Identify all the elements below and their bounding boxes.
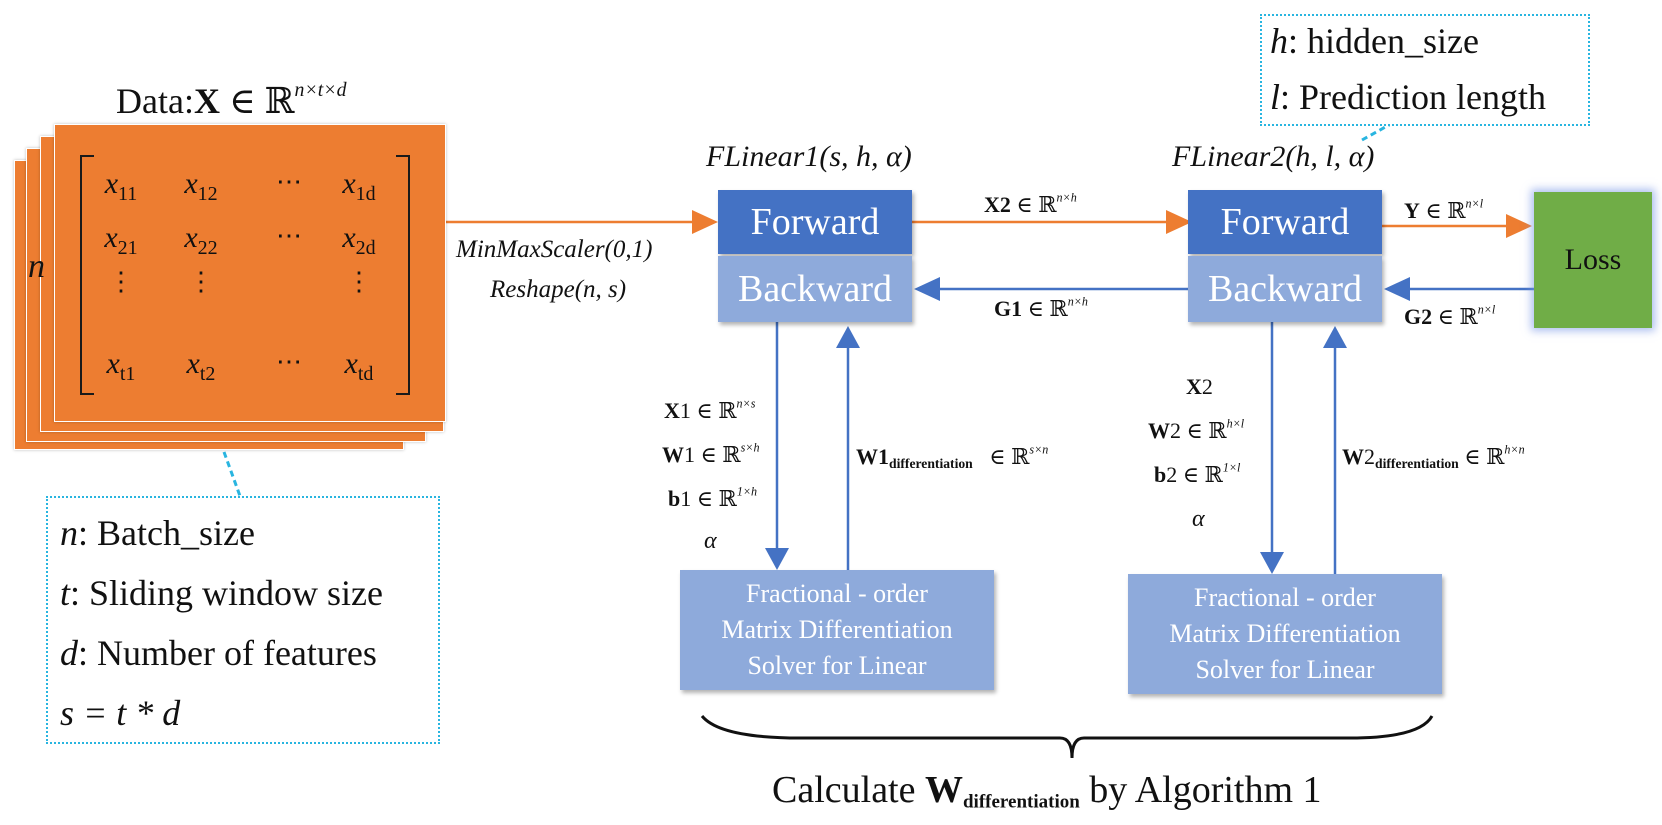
matrix-cell-0-3: x1d — [342, 167, 376, 205]
legend-right: h: hidden_size l: Prediction length — [1260, 14, 1590, 126]
data-title-set: ℝ — [264, 81, 295, 122]
matrix-cell-3-1: xt2 — [186, 347, 216, 385]
legend-left-row-0: n: Batch_size — [60, 513, 255, 553]
data-title-in: ∈ — [228, 81, 256, 121]
param1-b1: b1 ∈ ℝ1×h — [668, 484, 758, 512]
layer2-backward-box: Backward — [1188, 256, 1382, 322]
preprocess-reshape: Reshape(n, s) — [490, 276, 627, 303]
data-title-prefix: Data: — [116, 81, 194, 121]
edge-label-y: Y ∈ ℝn×l — [1404, 196, 1484, 224]
data-title-var: X — [193, 81, 220, 121]
param1-x1: X1 ∈ ℝn×s — [664, 396, 756, 424]
param1-w1: W1 ∈ ℝs×h — [662, 440, 760, 468]
wdiff2-label: W2differentiation ∈ ℝh×n — [1342, 442, 1525, 472]
edge-label-g2: G2 ∈ ℝn×l — [1404, 302, 1496, 330]
matrix-cell-2-0: ⋮ — [108, 267, 134, 296]
data-sheet-front — [54, 124, 446, 422]
orange-arrow-y — [1382, 214, 1532, 238]
param2-alpha: α — [1192, 506, 1205, 532]
matrix-right-bracket — [396, 155, 410, 395]
bottom-caption: Calculate Wdifferentiation by Algorithm … — [772, 769, 1322, 813]
matrix-cell-1-1: x22 — [184, 221, 218, 259]
legend-left-row-3: s = t * d — [60, 693, 181, 733]
stack-label: n — [28, 248, 45, 285]
edge-label-g1: G1 ∈ ℝn×h — [994, 294, 1088, 322]
solver2-line3: Solver for Linear — [1195, 655, 1375, 684]
layer1-forward-box: Forward — [718, 190, 912, 254]
matrix-cell-2-1: ⋮ — [188, 267, 214, 296]
edge-label-x2: X2 ∈ ℝn×h — [984, 190, 1077, 218]
legend-right-row-1: l: Prediction length — [1270, 77, 1546, 117]
param1-alpha: α — [704, 528, 717, 554]
legend-left-row-2: d: Number of features — [60, 633, 377, 673]
orange-arrow-data-to-forward1 — [440, 210, 718, 234]
param2-x2: X2 — [1186, 374, 1213, 399]
wdiff1-label: W1differentiation ∈ ℝs×n — [856, 442, 1049, 472]
blue-arrow-down1 — [765, 322, 789, 570]
solver2-line1: Fractional - order — [1194, 583, 1376, 612]
solver2-line2: Matrix Differentiation — [1169, 619, 1401, 648]
matrix-cell-3-0: xt1 — [106, 347, 136, 385]
blue-arrow-down2 — [1260, 322, 1284, 574]
preprocess-scaler: MinMaxScaler(0,1) — [456, 236, 653, 263]
loss-box: Loss — [1534, 192, 1652, 328]
param2-w2: W2 ∈ ℝh×l — [1148, 416, 1245, 444]
matrix-left-bracket — [80, 155, 94, 395]
solver1-line3: Solver for Linear — [747, 651, 927, 680]
matrix-cell-1-3: x2d — [342, 221, 376, 259]
legend-left-connector — [222, 451, 242, 497]
layer2-forward-box: Forward — [1188, 190, 1382, 254]
blue-arrow-up2 — [1323, 326, 1347, 574]
solver1-line2: Matrix Differentiation — [721, 615, 953, 644]
matrix-cell-1-0: x21 — [104, 221, 138, 259]
layer1-title: FLinear1(s, h, α) — [706, 140, 912, 173]
data-title-dims: n×t×d — [294, 79, 347, 102]
matrix-cell-0-2: ⋯ — [276, 167, 302, 196]
matrix-cell-3-3: xtd — [344, 347, 374, 385]
matrix-cell-1-2: ⋯ — [276, 221, 302, 250]
data-matrix: x11 x12 ⋯ x1d x21 x22 ⋯ x2d ⋮ ⋮ ⋮ xt1 xt2 ⋯ xtd — [80, 155, 410, 395]
matrix-cell-0-0: x11 — [104, 167, 138, 205]
bottom-brace — [700, 714, 1434, 759]
legend-left: n: Batch_size t: Sliding window size d: … — [46, 496, 440, 744]
matrix-cell-3-2: ⋯ — [276, 347, 302, 376]
param2-b2: b2 ∈ ℝ1×l — [1154, 460, 1241, 488]
blue-arrow-g2 — [1384, 277, 1534, 301]
legend-right-row-0: h: hidden_size — [1270, 21, 1479, 61]
layer1-backward-box: Backward — [718, 256, 912, 322]
solver1-line1: Fractional - order — [746, 579, 928, 608]
blue-arrow-up1 — [836, 326, 860, 570]
layer2-title: FLinear2(h, l, α) — [1172, 140, 1375, 173]
orange-arrow-x2 — [912, 210, 1192, 234]
solver-box-1: Fractional - order Matrix Differentiatio… — [680, 570, 994, 690]
legend-left-row-1: t: Sliding window size — [60, 573, 384, 613]
solver-box-2: Fractional - order Matrix Differentiatio… — [1128, 574, 1442, 694]
blue-arrow-g1 — [914, 277, 1188, 301]
matrix-cell-0-1: x12 — [184, 167, 218, 205]
matrix-cell-2-3: ⋮ — [346, 267, 372, 296]
data-title: Data:X ∈ ℝn×t×d — [116, 80, 347, 122]
